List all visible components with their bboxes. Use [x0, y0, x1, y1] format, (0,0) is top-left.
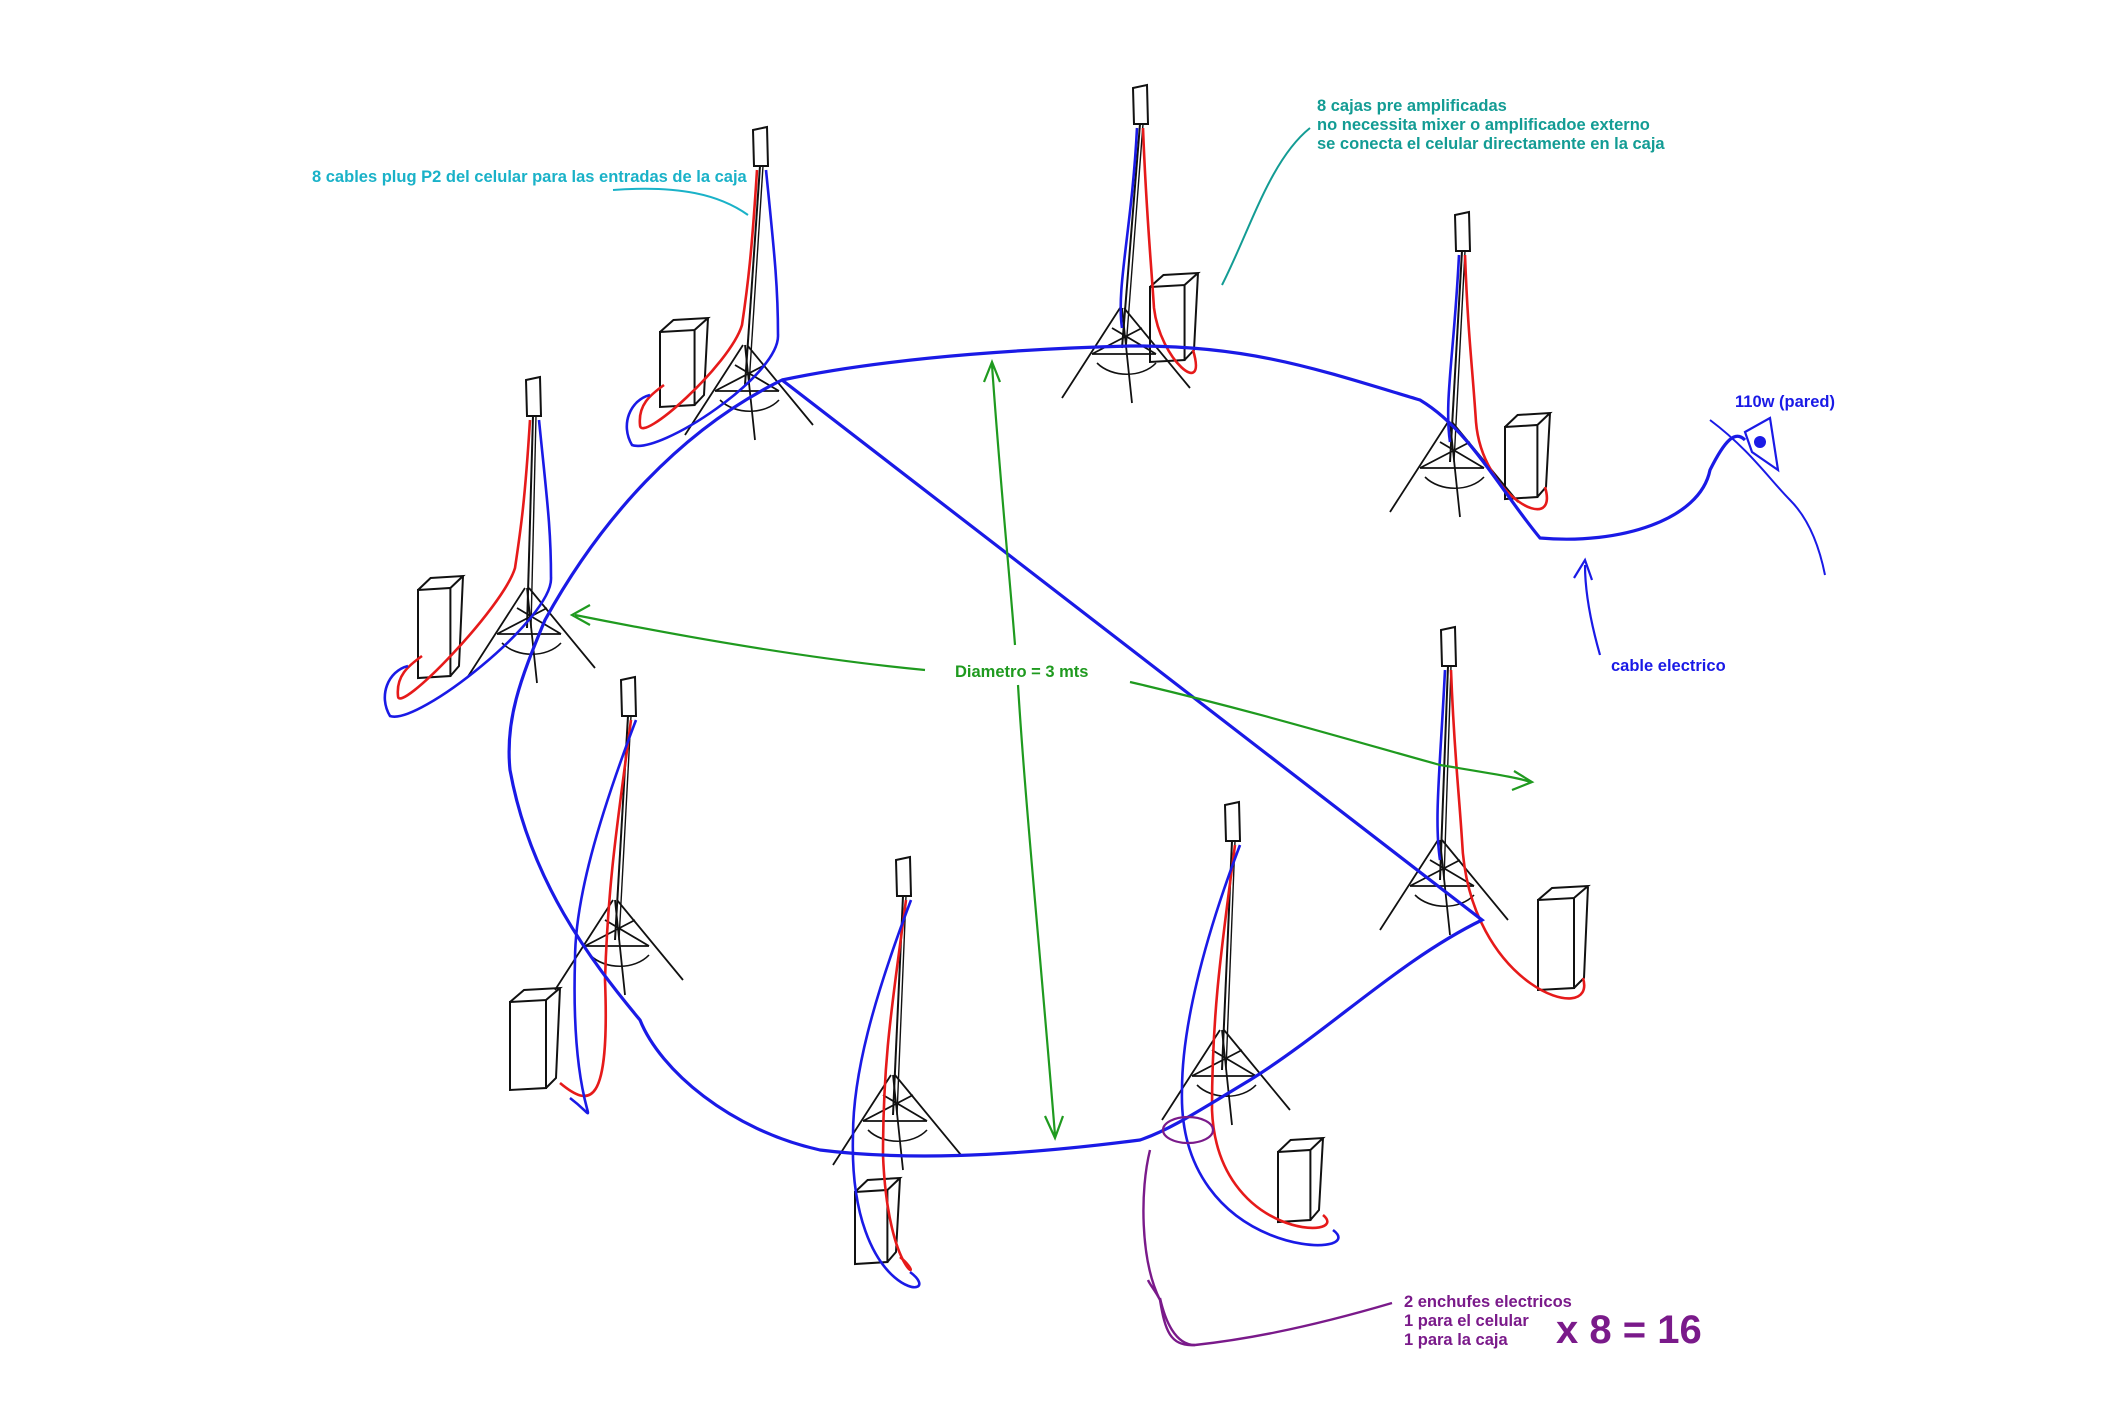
enchufes-label-line: 2 enchufes electricos [1404, 1293, 1572, 1311]
audio-cable [1210, 844, 1329, 1230]
cables-p2-label: 8 cables plug P2 del celular para las en… [312, 168, 747, 186]
diameter-label: Diametro = 3 mts [955, 663, 1089, 681]
speaker-box-icon [1277, 1136, 1326, 1224]
audio-cable [1141, 127, 1198, 375]
phone-power-cable [1180, 844, 1340, 1247]
diameter-arrow-up [982, 359, 1017, 646]
callout-cables-leader [612, 187, 749, 216]
phone-power-cable [1446, 254, 1461, 443]
tripod-arc [1196, 1084, 1257, 1097]
diameter-arrow-down [1016, 684, 1065, 1141]
speaker-box-icon [1504, 411, 1553, 501]
tripod-legs [1389, 421, 1519, 518]
outlet-loop-icon [1161, 1115, 1215, 1145]
audio-cable [1449, 669, 1586, 1000]
phone-power-cable [569, 719, 638, 1115]
phone-icon [1131, 83, 1150, 125]
audio-cable [1463, 254, 1549, 511]
station-4 [383, 375, 596, 718]
cajas-label-line: no necessita mixer o amplificadoe extern… [1317, 116, 1650, 134]
wall-power-label: 110w (pared) [1735, 393, 1835, 411]
station-8 [1379, 625, 1591, 1000]
tripod-arc [1096, 362, 1157, 375]
enchufes-plug-lead [1142, 1149, 1393, 1347]
speaker-box-icon [1537, 884, 1591, 992]
enchufes-label: 2 enchufes electricos 1 para el celular … [1404, 1293, 1572, 1350]
audio-cable [559, 719, 633, 1098]
tripod-pole [744, 165, 761, 386]
audio-cable [396, 419, 532, 700]
total-label: x 8 = 16 [1556, 1308, 1702, 1352]
phone-icon [751, 125, 770, 167]
callout-lines [612, 127, 1602, 1347]
phone-icon [1453, 210, 1472, 252]
callout-cajas-leader [1221, 127, 1311, 286]
station-5 [509, 675, 684, 1115]
phone-icon [1223, 800, 1242, 842]
tripod-legs [1161, 1029, 1291, 1126]
phone-power-cable [851, 899, 921, 1289]
station-1 [625, 125, 814, 448]
tripod-legs [684, 344, 814, 441]
tripod-arc [1414, 894, 1475, 907]
speaker-box-icon [659, 316, 711, 409]
station-3 [1389, 210, 1553, 518]
phone-icon [524, 375, 543, 417]
wall-outlet-group [1709, 416, 1826, 576]
speaker-box-icon [417, 574, 466, 680]
phone-icon [894, 855, 913, 897]
tripod-arc [589, 954, 650, 967]
cajas-label: 8 cajas pre amplificadas no necessita mi… [1317, 97, 1665, 154]
power-ring [507, 344, 1747, 1158]
tripod-legs [466, 587, 596, 684]
tripod-pole [748, 165, 764, 386]
tripod-pole [1225, 840, 1236, 1071]
tripod-pole [1125, 123, 1144, 349]
power-ring-cable [507, 344, 1747, 1158]
station-6 [832, 855, 962, 1289]
tripod-arc [1424, 476, 1485, 489]
tripod-legs [1061, 307, 1191, 404]
phone-power-cable [625, 169, 780, 448]
wall-outlet-icon [1743, 416, 1780, 473]
diameter-arrow-right [1129, 680, 1535, 792]
wall-plug-icon [1754, 436, 1766, 448]
enchufes-label-line: 1 para el celular [1404, 1312, 1529, 1330]
tripod-legs [832, 1074, 962, 1171]
phone-power-cable [383, 419, 553, 718]
cajas-label-line: 8 cajas pre amplificadas [1317, 97, 1507, 115]
phone-icon [1439, 625, 1458, 667]
phone-power-cable [1119, 127, 1139, 329]
diameter-arrow-left [569, 604, 926, 672]
phone-icon [619, 675, 638, 717]
enchufes-plug-tail [1158, 1297, 1196, 1347]
enchufes-label-line: 1 para la caja [1404, 1331, 1508, 1349]
audio-cable [638, 169, 759, 430]
phone-power-cable [1436, 669, 1447, 861]
diameter-arrows [569, 359, 1535, 1141]
cajas-label-line: se conecta el celular directamente en la… [1317, 135, 1665, 153]
station-group [383, 83, 1591, 1289]
tripod-pole [618, 715, 632, 941]
station-2 [1061, 83, 1201, 404]
tripod-arc [867, 1129, 928, 1142]
tripod-legs [1379, 839, 1509, 936]
speaker-box-icon [509, 986, 563, 1092]
cable-electrico-label: cable electrico [1611, 657, 1726, 675]
station-7 [1161, 800, 1340, 1247]
wall-line [1709, 419, 1826, 576]
tripod-pole [1121, 123, 1141, 349]
callout-cable-electrico-arrow [1573, 557, 1602, 656]
